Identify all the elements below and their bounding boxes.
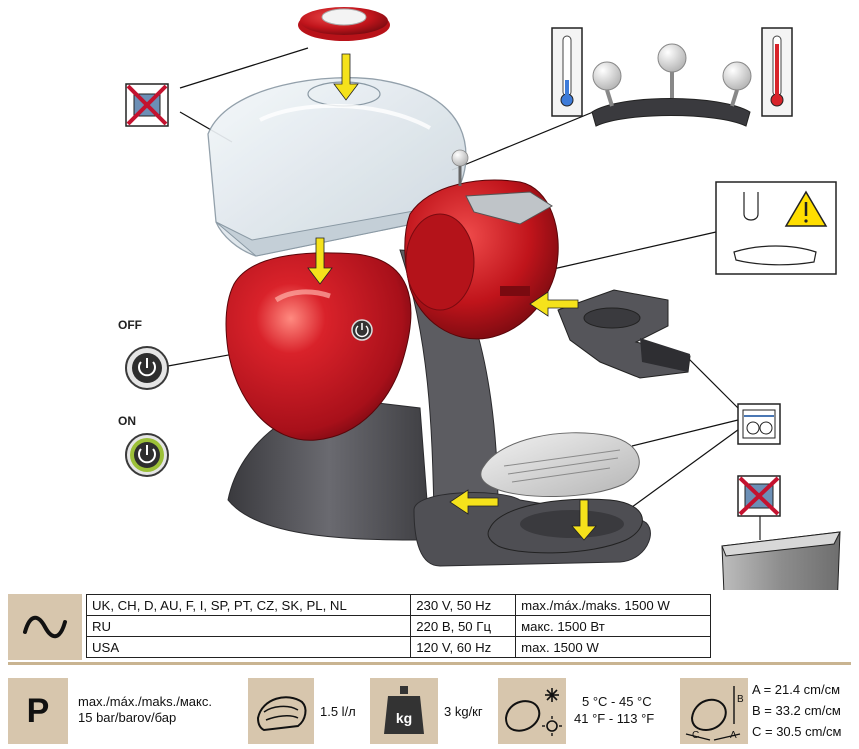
pressure-icon: P bbox=[8, 678, 68, 744]
dimension-b: B = 33.2 cm/см bbox=[752, 703, 841, 718]
voltage-cell: 230 V, 50 Hz bbox=[410, 594, 517, 616]
countries-cell: RU bbox=[85, 615, 412, 637]
temperature-fahrenheit: 41 °F - 113 °F bbox=[574, 711, 655, 726]
weight-icon: kg bbox=[370, 678, 438, 744]
dim-letter-a: A bbox=[730, 730, 737, 741]
dim-letter-c: C bbox=[692, 730, 700, 741]
table-row: USA 120 V, 60 Hz max. 1500 W bbox=[85, 636, 711, 658]
weight-icon-label: kg bbox=[395, 710, 413, 726]
temperature-celsius: 5 °C - 45 °C bbox=[582, 694, 652, 709]
temperature-icon-svg bbox=[504, 688, 562, 736]
table-row: UK, CH, D, AU, F, I, SP, PT, CZ, SK, PL,… bbox=[85, 594, 711, 616]
power-on-icon bbox=[125, 433, 169, 477]
dishwasher-safe-icon bbox=[737, 403, 781, 445]
water-tank-icon bbox=[248, 678, 314, 744]
voltage-icon-panel bbox=[8, 594, 82, 660]
voltage-cell: 220 В, 50 Гц bbox=[410, 615, 517, 637]
dishwasher-prohibited-icon bbox=[125, 83, 169, 127]
water-tank bbox=[207, 77, 467, 257]
bin-dishwasher-prohibited-icon bbox=[737, 475, 781, 540]
power-cell: max. 1500 W bbox=[515, 636, 711, 658]
dimension-a: A = 21.4 cm/см bbox=[752, 682, 841, 697]
voltage-table: UK, CH, D, AU, F, I, SP, PT, CZ, SK, PL,… bbox=[85, 594, 711, 658]
pressure-icon-letter: P bbox=[26, 692, 50, 730]
capacity-value: 1.5 l/л bbox=[320, 704, 356, 719]
thermometer-cold-icon bbox=[551, 27, 583, 117]
dimension-c: C = 30.5 cm/см bbox=[752, 724, 842, 739]
weight-value: 3 kg/кг bbox=[444, 704, 483, 719]
machine-sphere bbox=[225, 252, 412, 441]
table-row: RU 220 В, 50 Гц макс. 1500 Вт bbox=[85, 615, 711, 637]
off-label: OFF bbox=[118, 318, 142, 332]
pressure-line-2: 15 bar/barov/бар bbox=[78, 710, 177, 725]
drip-tray bbox=[487, 498, 643, 554]
on-label: ON bbox=[118, 414, 136, 428]
warning-icon bbox=[715, 181, 837, 275]
countries-cell: UK, CH, D, AU, F, I, SP, PT, CZ, SK, PL,… bbox=[85, 594, 412, 616]
dimensions-icon: B C A bbox=[680, 678, 748, 744]
power-cell: max./máx./maks. 1500 W bbox=[515, 594, 711, 616]
power-off-icon bbox=[125, 346, 169, 390]
machine-head bbox=[404, 149, 559, 340]
dimensions-icon-svg bbox=[685, 686, 741, 741]
sine-wave-icon bbox=[23, 615, 67, 639]
water-tank-icon-svg bbox=[256, 696, 307, 732]
countries-cell: USA bbox=[85, 636, 412, 658]
capsule-bin bbox=[721, 531, 841, 590]
capsule-lid bbox=[298, 7, 390, 41]
pressure-line-1: max./máx./maks./макс. bbox=[78, 694, 212, 709]
dim-letter-b: B bbox=[737, 694, 744, 705]
machine-diagram bbox=[125, 7, 841, 590]
weight-icon-svg bbox=[384, 686, 424, 734]
thermometer-hot-icon bbox=[761, 27, 793, 117]
power-cell: макс. 1500 Вт bbox=[515, 615, 711, 637]
voltage-cell: 120 V, 60 Hz bbox=[410, 636, 517, 658]
section-divider bbox=[8, 662, 851, 665]
assembly-arrows bbox=[307, 53, 597, 541]
temperature-selector bbox=[591, 43, 752, 127]
temperature-icon bbox=[498, 678, 566, 744]
drip-grid bbox=[480, 432, 640, 497]
power-button-small bbox=[351, 319, 373, 341]
capsule-holder bbox=[557, 289, 691, 379]
